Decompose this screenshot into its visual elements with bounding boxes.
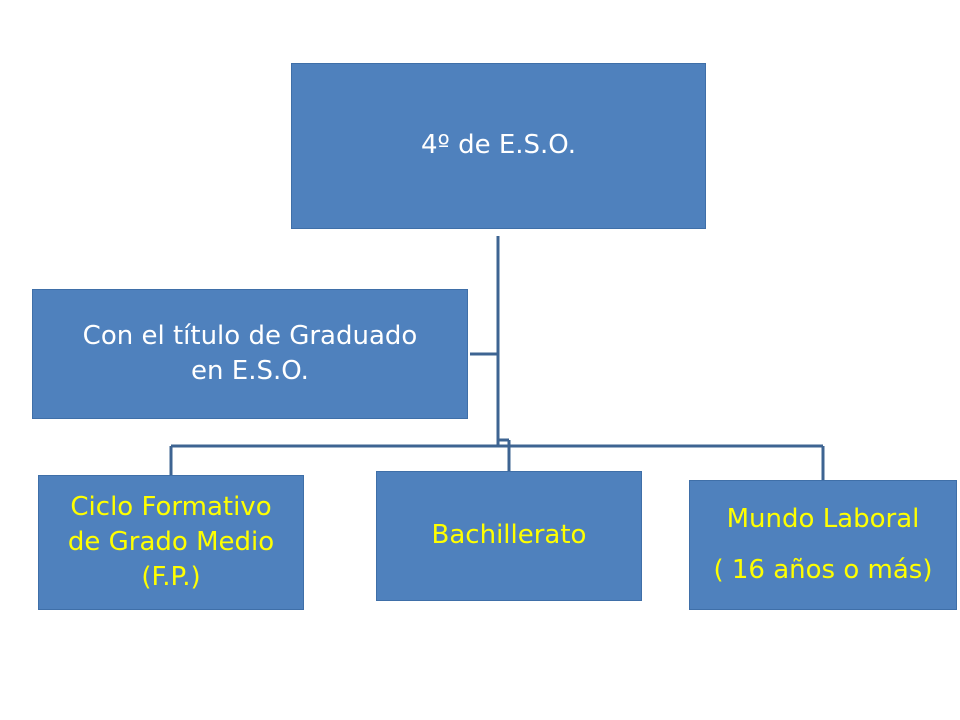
fp-label-line3: (F.P.) [141,562,201,593]
option-node-ciclo-formativo: Ciclo Formativo de Grado Medio (F.P.) [38,475,304,610]
option-node-bachillerato: Bachillerato [376,471,642,601]
fp-label-line1: Ciclo Formativo [70,491,272,522]
work-label-line1: Mundo Laboral [726,503,920,534]
root-node-4-eso: 4º de E.S.O. [291,63,706,229]
fp-label-line2: de Grado Medio [67,526,275,557]
condition-label-line1: Con el título de Graduado [82,320,418,351]
work-label-line2: ( 16 años o más) [713,555,933,585]
root-label: 4º de E.S.O. [421,130,576,161]
option-node-mundo-laboral: Mundo Laboral ( 16 años o más) [689,480,957,610]
condition-label-line2: en E.S.O. [191,356,309,386]
bach-label: Bachillerato [431,520,587,551]
condition-node-graduado: Con el título de Graduado en E.S.O. [32,289,468,419]
